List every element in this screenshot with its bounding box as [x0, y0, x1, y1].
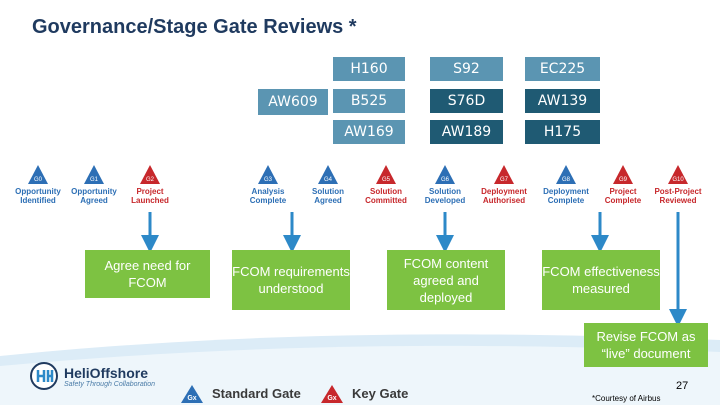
key-gate-label: Key Gate — [352, 385, 409, 401]
aircraft-box-s92: S92 — [430, 57, 503, 81]
gate-g3-icon: G3 — [258, 165, 278, 184]
standard-gate-label: Standard Gate — [212, 385, 301, 401]
outcome-text-4: FCOM effectiveness measured — [542, 264, 660, 296]
gate-g8-label: Deployment Complete — [543, 187, 589, 205]
gate-g6-code: G6 — [441, 177, 450, 183]
aircraft-box-aw189: AW189 — [430, 120, 503, 144]
outcome-box-4: FCOM effectiveness measured — [542, 250, 660, 310]
page-number: 27 — [676, 380, 689, 392]
gate-g2-label: Project Launched — [131, 187, 169, 205]
gate-g4-code: G4 — [324, 177, 333, 183]
logo-name: HeliOffshore — [64, 364, 149, 381]
helioffshore-logo-icon — [30, 362, 58, 390]
gate-g1-label: Opportunity Agreed — [71, 187, 117, 205]
gate-g6-icon: G6 — [435, 165, 455, 184]
aircraft-box-aw139: AW139 — [525, 89, 600, 113]
aircraft-box-h160: H160 — [333, 57, 405, 81]
gate-g7-label: Deployment Authorised — [481, 187, 527, 205]
gate-g10-icon: G10 — [668, 165, 688, 184]
courtesy-note: *Courtesy of Airbus — [592, 394, 661, 403]
gate-g4-label: Solution Agreed — [312, 187, 344, 205]
outcome-text-5: Revise FCOM as “live” document — [596, 329, 696, 361]
gate-g2-code: G2 — [146, 177, 155, 183]
gate-g9-code: G9 — [619, 177, 628, 183]
aircraft-box-s76d: S76D — [430, 89, 503, 113]
legend-key-gate: Gx Key Gate — [318, 382, 408, 404]
outcome-box-1: Agree need for FCOM — [85, 250, 210, 298]
gate-g9-icon: G9 — [613, 165, 633, 184]
gate-g1-icon: G1 — [84, 165, 104, 184]
standard-gate-code: Gx — [187, 395, 196, 402]
aircraft-box-aw169: AW169 — [333, 120, 405, 144]
gate-g10-code: G10 — [672, 177, 684, 183]
gate-g0-icon: G0 — [28, 165, 48, 184]
gate-g10-label: Post-Project Reviewed — [654, 187, 702, 205]
page-title: Governance/Stage Gate Reviews * — [32, 16, 357, 38]
gate-g7-code: G7 — [500, 177, 509, 183]
outcome-text-2: FCOM requirements understood — [232, 264, 350, 296]
helioffshore-logo: HeliOffshore Safety Through Collaboratio… — [30, 362, 155, 390]
aircraft-box-aw609: AW609 — [258, 89, 328, 115]
gate-g5-icon: G5 — [376, 165, 396, 184]
outcome-box-2: FCOM requirements understood — [232, 250, 350, 310]
key-gate-icon: Gx — [321, 385, 343, 403]
aircraft-box-b525: B525 — [333, 89, 405, 113]
gate-g9-label: Project Complete — [604, 187, 642, 205]
logo-tagline: Safety Through Collaboration — [64, 380, 156, 388]
outcome-text-3: FCOM content agreed and deployed — [403, 255, 489, 305]
legend-standard-gate: Gx Standard Gate — [178, 382, 301, 404]
gate-g0-code: G0 — [34, 177, 43, 183]
outcome-box-5: Revise FCOM as “live” document — [584, 323, 708, 367]
standard-gate-icon: Gx — [181, 385, 203, 403]
gate-g3-code: G3 — [264, 177, 273, 183]
key-gate-code: Gx — [327, 395, 336, 402]
aircraft-box-h175: H175 — [525, 120, 600, 144]
footer-swoosh — [0, 334, 720, 405]
gate-g5-label: Solution Committed — [365, 187, 407, 205]
gate-g7-icon: G7 — [494, 165, 514, 184]
aircraft-box-ec225: EC225 — [525, 57, 600, 81]
outcome-box-3: FCOM content agreed and deployed — [387, 250, 505, 310]
gate-g8-code: G8 — [562, 177, 571, 183]
gate-g0-label: Opportunity Identified — [15, 187, 61, 205]
gate-g2-icon: G2 — [140, 165, 160, 184]
gate-g8-icon: G8 — [556, 165, 576, 184]
gate-g6-label: Solution Developed — [424, 187, 466, 205]
gate-g3-label: Analysis Complete — [249, 187, 287, 205]
gate-g4-icon: G4 — [318, 165, 338, 184]
gate-g1-code: G1 — [90, 177, 99, 183]
outcome-text-1: Agree need for FCOM — [104, 258, 191, 290]
gate-g5-code: G5 — [382, 177, 391, 183]
